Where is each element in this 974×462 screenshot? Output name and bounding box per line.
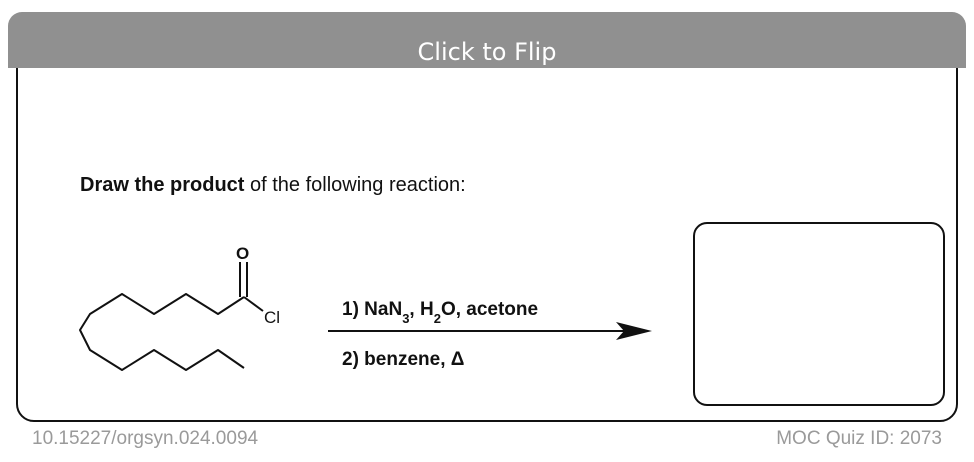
chlorine-atom-label: Cl (264, 308, 280, 327)
reaction-arrow-head (616, 322, 652, 340)
c-cl-bond (243, 296, 264, 312)
question-bold-text: Draw the product (80, 174, 245, 196)
flip-button-label: Click to Flip (417, 38, 557, 66)
question-prompt: Draw the product of the following reacti… (80, 174, 466, 197)
reaction-step-2: 2) benzene, Δ (342, 349, 464, 370)
oxygen-atom-label: O (236, 244, 249, 263)
quiz-id: MOC Quiz ID: 2073 (776, 428, 942, 449)
flip-button[interactable]: Click to Flip (8, 12, 966, 68)
doi-reference: 10.15227/orgsyn.024.0094 (32, 428, 259, 449)
carbon-chain (79, 293, 245, 371)
reaction-step-1: 1) NaN3, H2O, acetone (342, 299, 538, 326)
answer-box[interactable] (693, 222, 945, 406)
question-rest-text: of the following reaction: (244, 174, 466, 196)
